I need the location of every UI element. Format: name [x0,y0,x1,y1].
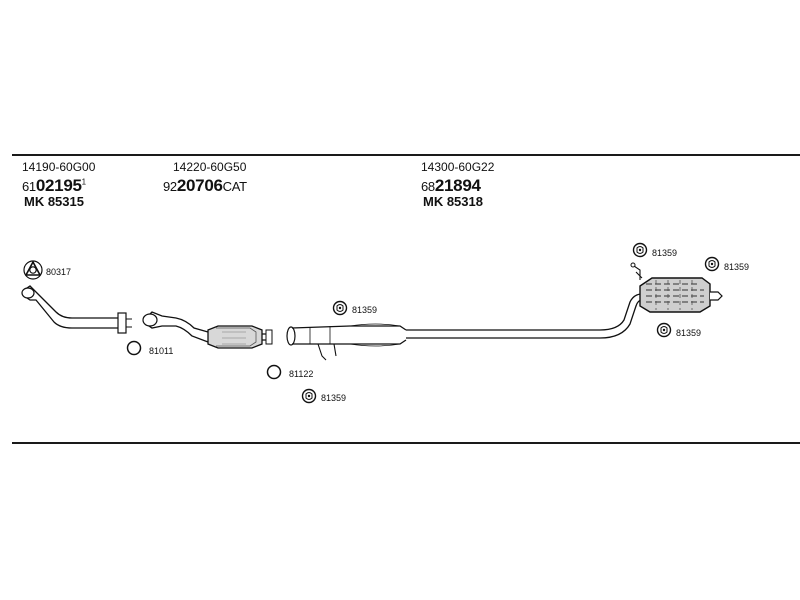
part-number-catalyst: 14220-60G50 [173,160,247,174]
callout-81359-mid-top: 81359 [352,305,377,315]
catalytic-converter [142,311,273,349]
triangle-gasket-icon [23,260,43,280]
ref-main: 20706 [176,176,223,195]
callout-81359-rear-lower: 81359 [676,328,701,338]
ref-prefix: 61 [22,179,36,194]
top-rule [12,154,800,156]
ring-gasket-icon [266,364,282,380]
ref-prefix: 68 [421,179,435,194]
ref-suffix: CAT [222,179,247,194]
part-number-rear-pipe: 14300-60G22 [421,160,495,174]
ring-gasket-icon [126,340,142,356]
ref-sup: 1 [81,177,86,187]
hanger-clamp-icon [632,242,648,258]
bottom-rule [12,442,800,444]
ref-prefix: 92 [163,179,177,194]
callout-80317: 80317 [46,267,71,277]
ref-number-front-pipe: 61021951 [22,176,86,196]
callout-81122: 81122 [289,369,313,379]
part-number-front-pipe: 14190-60G00 [22,160,96,174]
center-resonator-and-pipe [286,293,643,361]
hanger-clamp-icon [704,256,720,272]
hanger-clamp-icon [332,300,348,316]
ref-main: 02195 [35,176,82,195]
mk-number-rear-pipe: MK 85318 [423,194,483,209]
ref-main: 21894 [434,176,481,195]
ref-number-rear-pipe: 6821894 [421,176,481,196]
front-pipe [21,285,132,334]
callout-81359-mid-bottom: 81359 [321,393,346,403]
hanger-clamp-icon [301,388,317,404]
callout-81359-rear-right: 81359 [724,262,749,272]
hanger-clamp-icon [656,322,672,338]
callout-81359-rear-top: 81359 [652,248,677,258]
mk-number-front-pipe: MK 85315 [24,194,84,209]
callout-81011: 81011 [149,346,173,356]
rear-muffler [630,262,723,313]
ref-number-catalyst: 9220706CAT [163,176,247,196]
